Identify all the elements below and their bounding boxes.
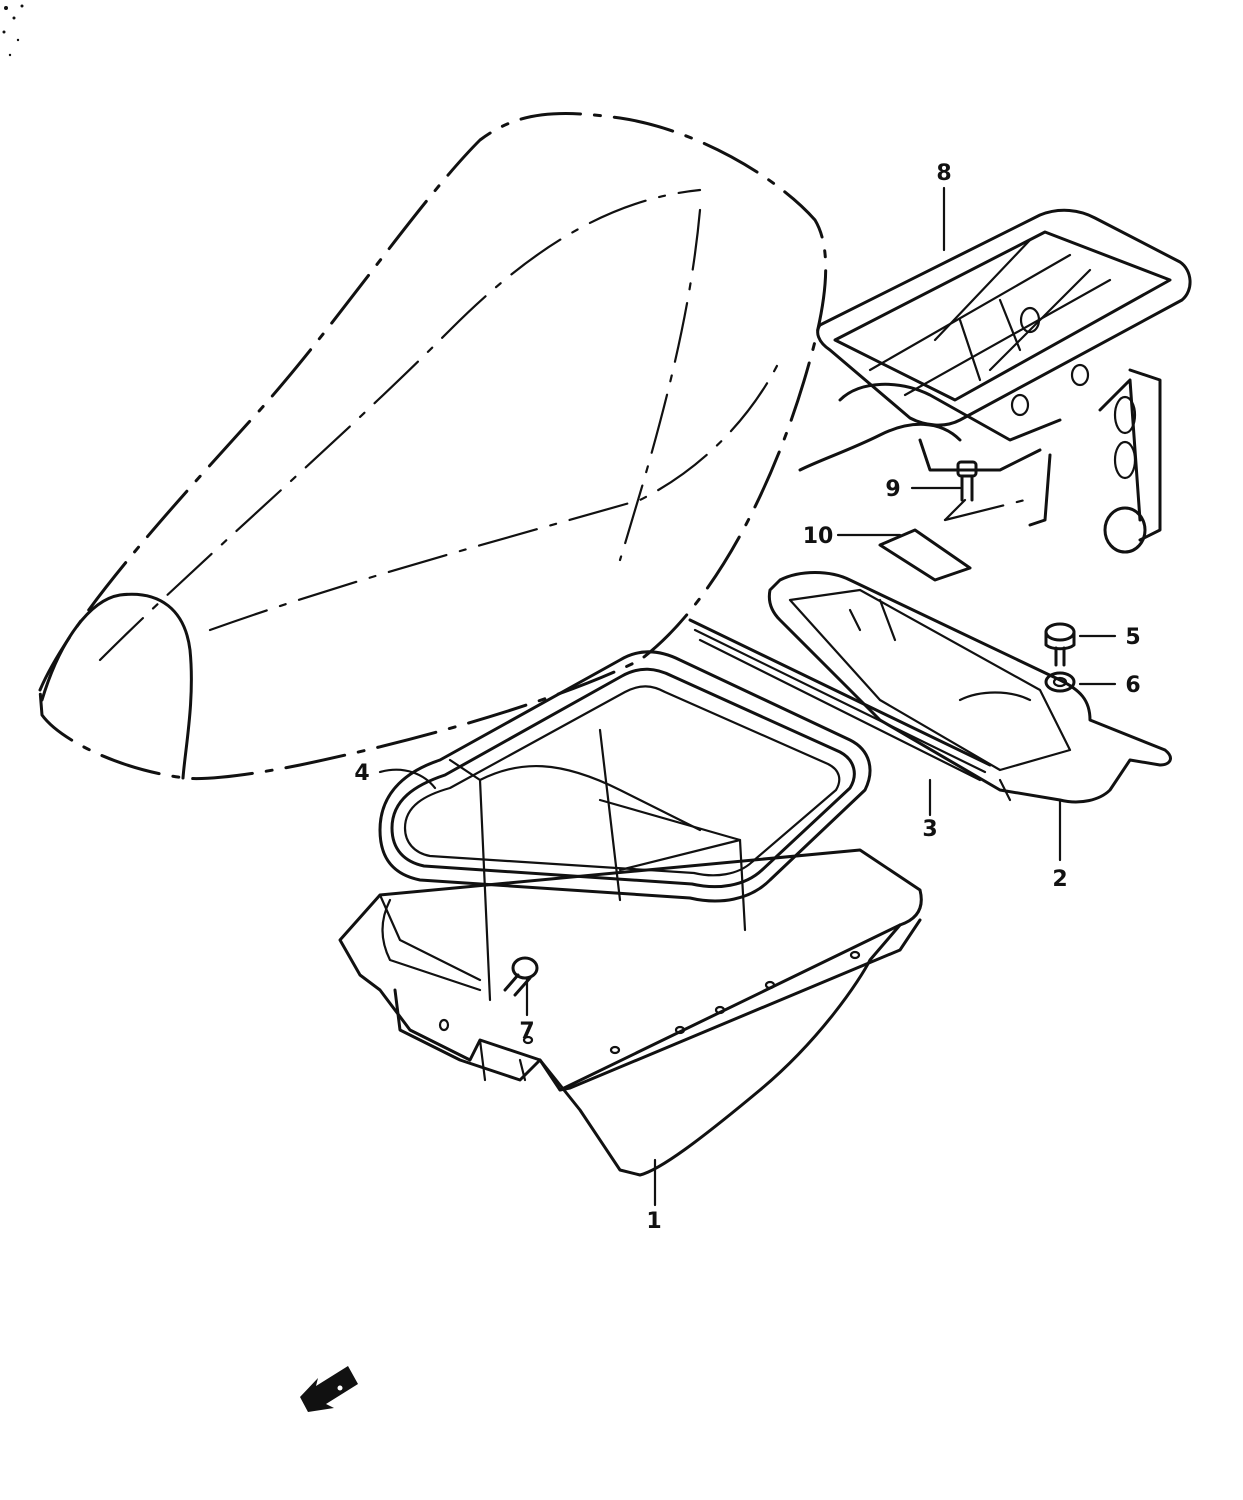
label-part-9: 9: [885, 477, 900, 502]
nut-6: [1044, 671, 1076, 693]
seat-bracket-tray: [767, 571, 1172, 804]
leader-lines: [378, 186, 1117, 1207]
bolt-5: [1044, 622, 1076, 667]
storage-box-1: [338, 728, 923, 1177]
label-part-3: 3: [922, 817, 937, 842]
seat-hinge-strip-3: [688, 618, 992, 782]
front-direction-arrow-icon: [300, 1366, 358, 1412]
label-part-5: 5: [1125, 625, 1140, 650]
label-part-4: 4: [354, 761, 369, 786]
screw-7: [503, 956, 539, 997]
label-part-2: 2: [1052, 867, 1067, 892]
rear-carrier: [798, 208, 1192, 554]
label-part-1: 1: [646, 1209, 661, 1234]
label-part-10: 10: [803, 524, 834, 549]
scan-speckle: [2, 4, 24, 57]
seat: [38, 112, 828, 781]
bolt-9: [943, 460, 1027, 522]
label-part-6: 6: [1125, 673, 1140, 698]
part-labels: 1 2 3 4 5 6 7 8 9 10: [354, 161, 1140, 1234]
label-part-7: 7: [519, 1019, 534, 1044]
caution-label-10: [878, 528, 972, 582]
label-part-8: 8: [936, 161, 951, 186]
box-seal-rim-4: [378, 650, 872, 903]
